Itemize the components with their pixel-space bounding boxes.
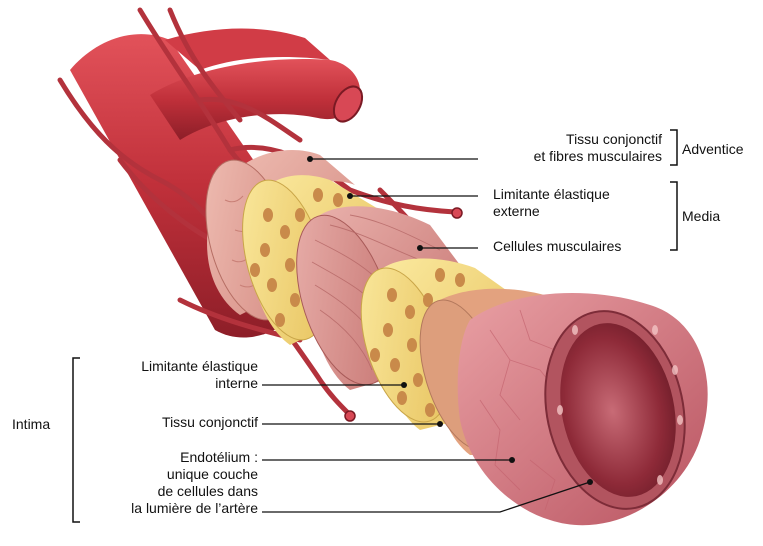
label-intima: Intima: [12, 416, 50, 433]
label-line: interne: [80, 375, 258, 392]
label-line: unique couche: [70, 466, 258, 483]
label-media: Media: [682, 208, 720, 225]
label-line: de cellules dans: [70, 483, 258, 500]
label-line: Endotélium :: [70, 449, 258, 466]
label-line: externe: [493, 203, 610, 220]
label-tissu-conjonctif-fibres: Tissu conjonctif et fibres musculaires: [470, 131, 662, 165]
label-line: Limitante élastique: [493, 186, 610, 203]
label-line: et fibres musculaires: [470, 148, 662, 165]
label-tissu-conjonctif: Tissu conjonctif: [80, 414, 258, 431]
intima-tube: [458, 293, 708, 525]
label-cellules-musculaires: Cellules musculaires: [493, 238, 621, 255]
label-line: Tissu conjonctif: [470, 131, 662, 148]
label-limitante-interne: Limitante élastique interne: [80, 358, 258, 392]
label-line: Limitante élastique: [80, 358, 258, 375]
label-limitante-externe: Limitante élastique externe: [493, 186, 610, 220]
label-line: la lumière de l’artère: [70, 500, 258, 517]
label-endothelium: Endotélium : unique couche de cellules d…: [70, 449, 258, 517]
label-adventice: Adventice: [682, 141, 743, 158]
